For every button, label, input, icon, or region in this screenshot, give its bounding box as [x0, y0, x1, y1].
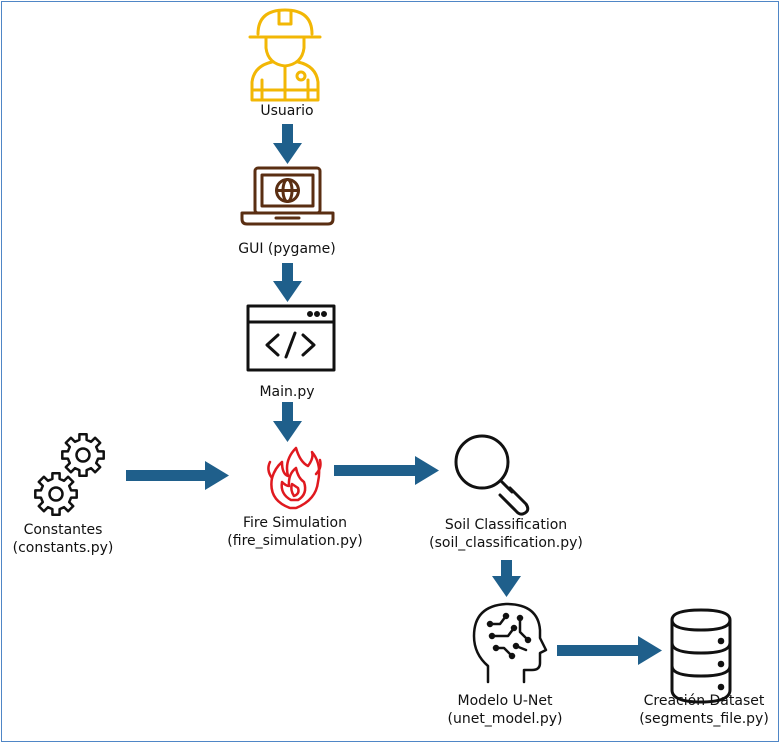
node-dataset-label: Creación Dataset (segments_file.py) — [639, 692, 769, 728]
gear-bottom — [34, 472, 78, 516]
arrow-fire-to-soil — [334, 456, 439, 485]
node-unet-label: Modelo U-Net (unet_model.py) — [448, 692, 563, 728]
node-constantes-file: (constants.py) — [12, 540, 114, 556]
arrow-soil-to-unet — [492, 560, 521, 597]
node-constantes-label: Constantes (constants.py) — [13, 521, 114, 557]
arrow-usuario-to-gui — [273, 124, 302, 164]
gear-top-hub — [75, 447, 91, 463]
database-icon — [670, 608, 732, 704]
node-fire-label: Fire Simulation (fire_simulation.py) — [227, 514, 362, 550]
node-dataset-title: Creación Dataset — [643, 693, 765, 709]
node-fire-file: (fire_simulation.py) — [227, 533, 363, 549]
arrow-gui-to-main — [273, 263, 302, 302]
arrow-constantes-to-fire — [126, 461, 229, 490]
magnifier-icon — [454, 434, 530, 516]
node-gui-label: GUI (pygame) — [238, 241, 336, 257]
node-usuario-label: Usuario — [260, 103, 314, 119]
arrow-unet-to-dataset — [557, 636, 662, 665]
gear-bottom-hub — [48, 486, 64, 502]
node-fire-title: Fire Simulation — [242, 515, 347, 531]
gear-top-teeth — [61, 433, 105, 477]
firefighter-icon — [248, 8, 322, 102]
gear-bottom-teeth — [34, 472, 78, 516]
node-soil-file: (soil_classification.py) — [429, 535, 583, 551]
laptop-globe-icon — [240, 166, 335, 226]
gears-icon — [34, 433, 105, 516]
node-unet-file: (unet_model.py) — [447, 711, 563, 727]
node-soil-label: Soil Classification (soil_classification… — [429, 516, 583, 552]
node-unet-title: Modelo U-Net — [457, 693, 553, 709]
code-window-icon — [246, 304, 336, 372]
brain-head-icon — [472, 602, 548, 684]
node-main-label: Main.py — [259, 384, 315, 400]
arrow-main-to-fire — [273, 402, 302, 442]
fire-icon — [267, 446, 322, 510]
node-dataset-file: (segments_file.py) — [639, 711, 769, 727]
node-soil-title: Soil Classification — [444, 517, 568, 533]
gear-top — [61, 433, 105, 477]
node-constantes-title: Constantes — [23, 522, 103, 538]
